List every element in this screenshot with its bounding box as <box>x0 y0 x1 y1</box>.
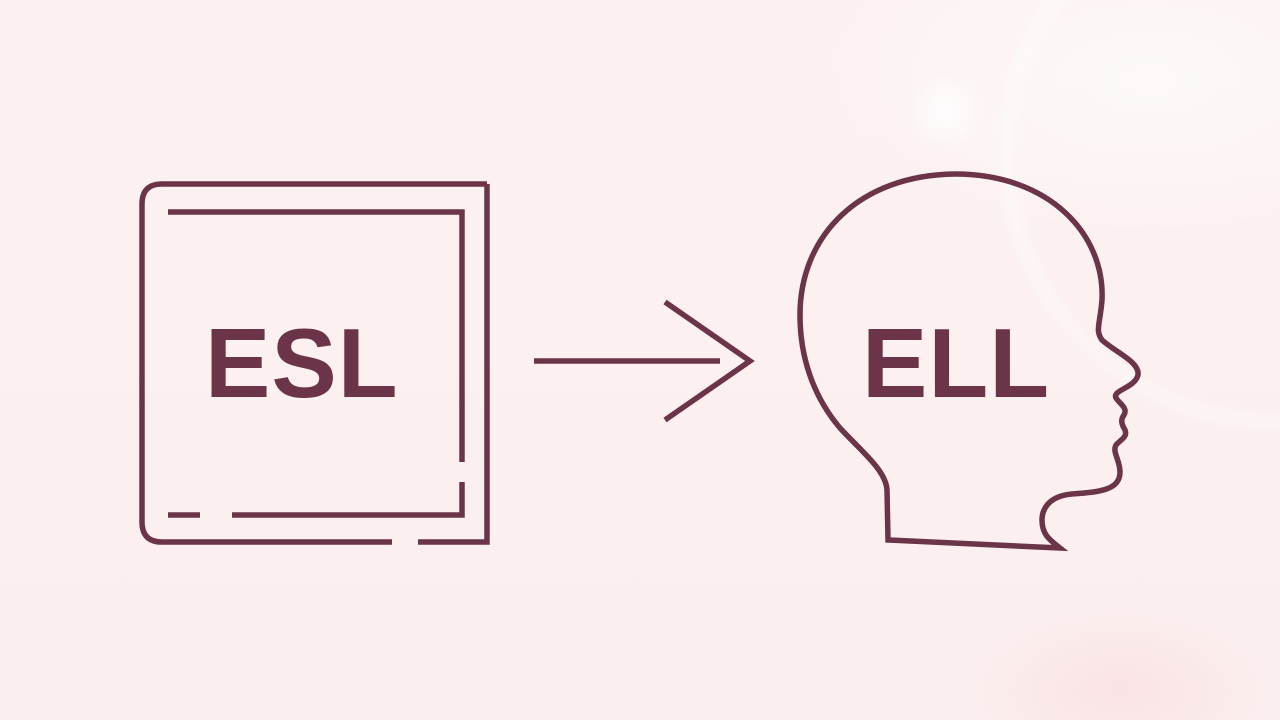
arrow-right-icon <box>534 299 755 423</box>
esl-label: ESL <box>205 308 399 418</box>
ell-label: ELL <box>862 308 1051 418</box>
head-profile-icon <box>797 171 1141 552</box>
square-box-icon <box>139 181 490 545</box>
